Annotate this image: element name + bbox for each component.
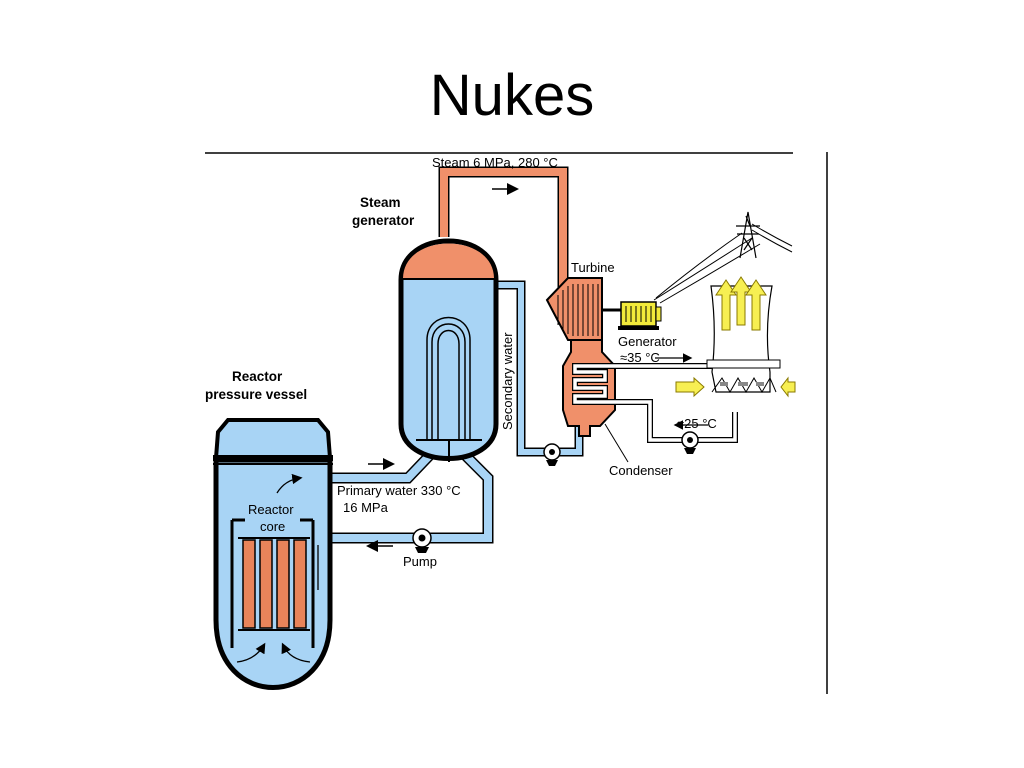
fuel-rods <box>242 539 307 629</box>
reactor-vessel-label-1: Reactor <box>232 369 283 384</box>
secondary-water-pipe <box>486 280 584 457</box>
steam-generator-label-2: generator <box>352 213 415 228</box>
slide-title: Nukes <box>429 63 595 128</box>
reactor-pressure-vessel <box>213 418 333 690</box>
condenser-label: Condenser <box>609 463 673 478</box>
primary-water-label-1: Primary water 330 °C <box>337 483 461 498</box>
turbine <box>545 277 622 341</box>
reactor-core-label-1: Reactor <box>248 502 294 517</box>
air-inflow-arrows <box>675 376 796 398</box>
secondary-water-label: Secondary water <box>500 332 515 430</box>
steam-label: Steam 6 MPa, 280 °C <box>432 155 558 170</box>
pump-label: Pump <box>403 554 437 569</box>
reactor-core-label-2: core <box>260 519 285 534</box>
secondary-pump-icon <box>543 443 561 466</box>
power-lines <box>653 223 793 304</box>
reactor-vessel-label-2: pressure vessel <box>205 387 307 402</box>
primary-pump-icon <box>412 528 432 553</box>
steam-pipe <box>438 166 569 300</box>
temp-25-label: ≈25 °C <box>677 416 717 431</box>
condenser-leader-line <box>604 423 629 463</box>
generator-label: Generator <box>618 334 677 349</box>
condenser <box>562 339 770 443</box>
temp-35-label: ≈35 °C <box>620 350 660 365</box>
coolant-flow-arrows <box>236 473 319 663</box>
primary-water-label-2: 16 MPa <box>343 500 389 515</box>
steam-plume-arrows <box>715 276 767 331</box>
cooling-pump-icon <box>681 431 699 454</box>
steam-generator-vessel <box>398 238 499 462</box>
generator-icon <box>618 301 662 330</box>
steam-generator-label-1: Steam <box>360 195 401 210</box>
power-pylon-icon <box>736 211 760 259</box>
turbine-label: Turbine <box>571 260 615 275</box>
